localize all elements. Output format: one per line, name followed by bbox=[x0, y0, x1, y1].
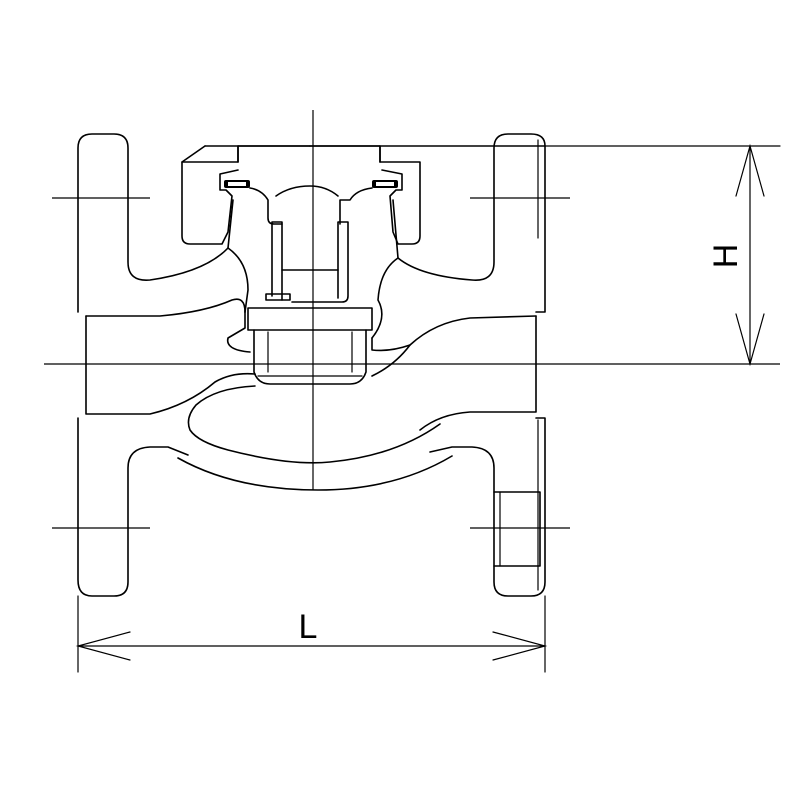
stem-guide bbox=[271, 221, 349, 303]
stem-pin bbox=[265, 293, 291, 301]
inner-cavity-wall bbox=[187, 385, 441, 464]
bonnet-inner-right bbox=[339, 187, 373, 225]
left-bore-lower bbox=[85, 315, 256, 415]
left-flange-upper bbox=[77, 133, 234, 313]
bonnet-left bbox=[181, 145, 311, 245]
l-arrow-right bbox=[492, 631, 548, 661]
left-gasket-highlight bbox=[228, 182, 246, 186]
left-bore-upper bbox=[85, 298, 246, 317]
body-cavity-lower-wall bbox=[177, 455, 453, 491]
disc-holder bbox=[247, 307, 373, 331]
right-gasket-highlight bbox=[376, 182, 394, 186]
left-flange-lower bbox=[77, 417, 189, 597]
bonnet-inner-top bbox=[275, 185, 339, 197]
bonnet-right bbox=[309, 145, 421, 245]
seat-left-web bbox=[226, 311, 251, 353]
bonnet-inner-left bbox=[249, 187, 283, 225]
h-arrow-bottom bbox=[735, 313, 765, 367]
right-lower-boss bbox=[493, 491, 541, 567]
body-right-wall bbox=[371, 257, 399, 339]
right-flange-lower bbox=[429, 417, 546, 597]
length-label: L bbox=[299, 608, 318, 646]
right-bore-lower bbox=[419, 315, 537, 431]
right-flange-upper bbox=[392, 133, 546, 313]
right-bore-upper bbox=[371, 315, 537, 377]
bonnet-left-top bbox=[181, 145, 206, 163]
seat-right-web bbox=[371, 337, 411, 352]
l-arrow-left bbox=[75, 631, 131, 661]
height-label: H bbox=[707, 244, 745, 269]
body-left-wall bbox=[227, 247, 249, 313]
disc-body bbox=[253, 329, 367, 385]
h-arrow-top bbox=[735, 143, 765, 197]
